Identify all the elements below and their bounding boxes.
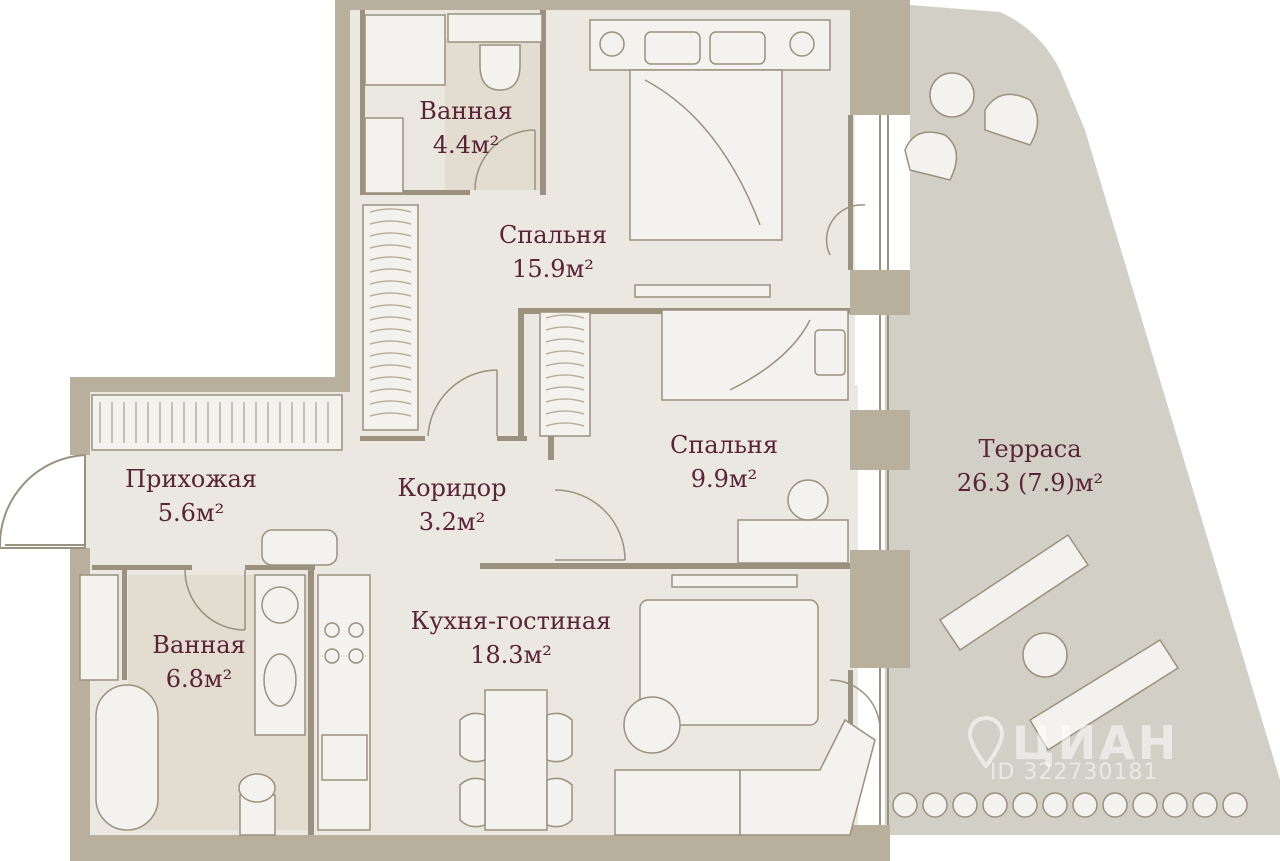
bed-large — [589, 19, 831, 241]
room-label-bath-bottom: Ванная 6.8м² — [152, 628, 245, 696]
windows — [879, 115, 889, 825]
room-name: Прихожая — [125, 465, 257, 493]
hanger-mark — [545, 362, 585, 367]
hanger-mark — [545, 386, 585, 391]
hanger-mark — [369, 304, 412, 309]
room-name: Коридор — [397, 474, 507, 502]
bath-bottom-fixtures — [79, 529, 338, 836]
bath-top-fixtures — [364, 13, 543, 194]
room-label-bedroom-small: Спальня 9.9м² — [670, 428, 778, 496]
hanger-mark — [369, 364, 412, 369]
room-label-terrace: Терраса 26.3 (7.9)м² — [957, 432, 1103, 500]
room-label-corridor: Коридор 3.2м² — [398, 471, 507, 539]
hanger-mark — [369, 388, 412, 393]
hanger-mark — [545, 314, 585, 319]
kitchen-living-furniture — [317, 574, 876, 836]
hanger-mark — [545, 398, 585, 403]
plant-mark — [952, 792, 978, 818]
hanger-mark — [369, 412, 412, 417]
room-area: 18.3м² — [470, 641, 552, 669]
plant-mark — [1042, 792, 1068, 818]
location-pin-icon — [968, 716, 1004, 768]
terrace-furniture — [904, 72, 1180, 752]
hanger-mark — [545, 338, 585, 343]
room-label-bedroom-large: Спальня 15.9м² — [499, 218, 607, 286]
hanger-mark — [369, 208, 412, 213]
hanger-mark — [545, 422, 585, 427]
hanger-mark — [369, 316, 412, 321]
hanger-mark — [369, 292, 412, 297]
watermark-id: ID 322730181 — [990, 760, 1159, 785]
room-name: Ванная — [152, 631, 246, 659]
room-area: 26.3 (7.9)м² — [956, 469, 1104, 497]
plant-mark — [1132, 792, 1158, 818]
hanger-mark — [369, 220, 412, 225]
hanger-mark — [369, 280, 412, 285]
room-area: 5.6м² — [157, 499, 225, 527]
hanger-mark — [369, 376, 412, 381]
room-area: 3.2м² — [418, 508, 486, 536]
hanger-mark — [545, 374, 585, 379]
plant-mark — [982, 792, 1008, 818]
room-area: 9.9м² — [690, 465, 758, 493]
plant-mark — [1192, 792, 1218, 818]
terrace-plants — [892, 792, 1248, 818]
room-label-bath-top: Ванная 4.4м² — [419, 94, 512, 162]
room-name: Кухня-гостиная — [410, 607, 612, 635]
hanger-mark — [545, 410, 585, 415]
plant-mark — [892, 792, 918, 818]
bed-small — [634, 284, 849, 564]
room-label-hall: Прихожая 5.6м² — [125, 462, 257, 530]
plant-mark — [1072, 792, 1098, 818]
hanger-mark — [369, 268, 412, 273]
room-name: Ванная — [419, 97, 513, 125]
room-label-kitchen-living: Кухня-гостиная 18.3м² — [411, 604, 612, 672]
room-name: Спальня — [669, 431, 779, 459]
room-area: 6.8м² — [165, 665, 233, 693]
room-area: 15.9м² — [512, 255, 594, 283]
hanger-mark — [369, 244, 412, 249]
door-swings — [184, 129, 881, 731]
watermark-name: ЦИАН — [1012, 716, 1180, 770]
plant-mark — [1012, 792, 1038, 818]
plant-mark — [1162, 792, 1188, 818]
room-name: Спальня — [498, 221, 608, 249]
hanger-mark — [369, 328, 412, 333]
hanger-mark — [369, 400, 412, 405]
hanger-mark — [369, 232, 412, 237]
hanger-mark — [369, 256, 412, 261]
hanger-mark — [369, 352, 412, 357]
hanger-mark — [545, 350, 585, 355]
walls — [70, 0, 910, 861]
entry-door — [0, 453, 86, 549]
hanger-mark — [369, 340, 412, 345]
room-area: 4.4м² — [432, 131, 500, 159]
wardrobe-hangers — [99, 208, 585, 443]
plant-mark — [1102, 792, 1128, 818]
hanger-mark — [545, 326, 585, 331]
plant-mark — [922, 792, 948, 818]
room-name: Терраса — [978, 435, 1082, 463]
plant-mark — [1222, 792, 1248, 818]
